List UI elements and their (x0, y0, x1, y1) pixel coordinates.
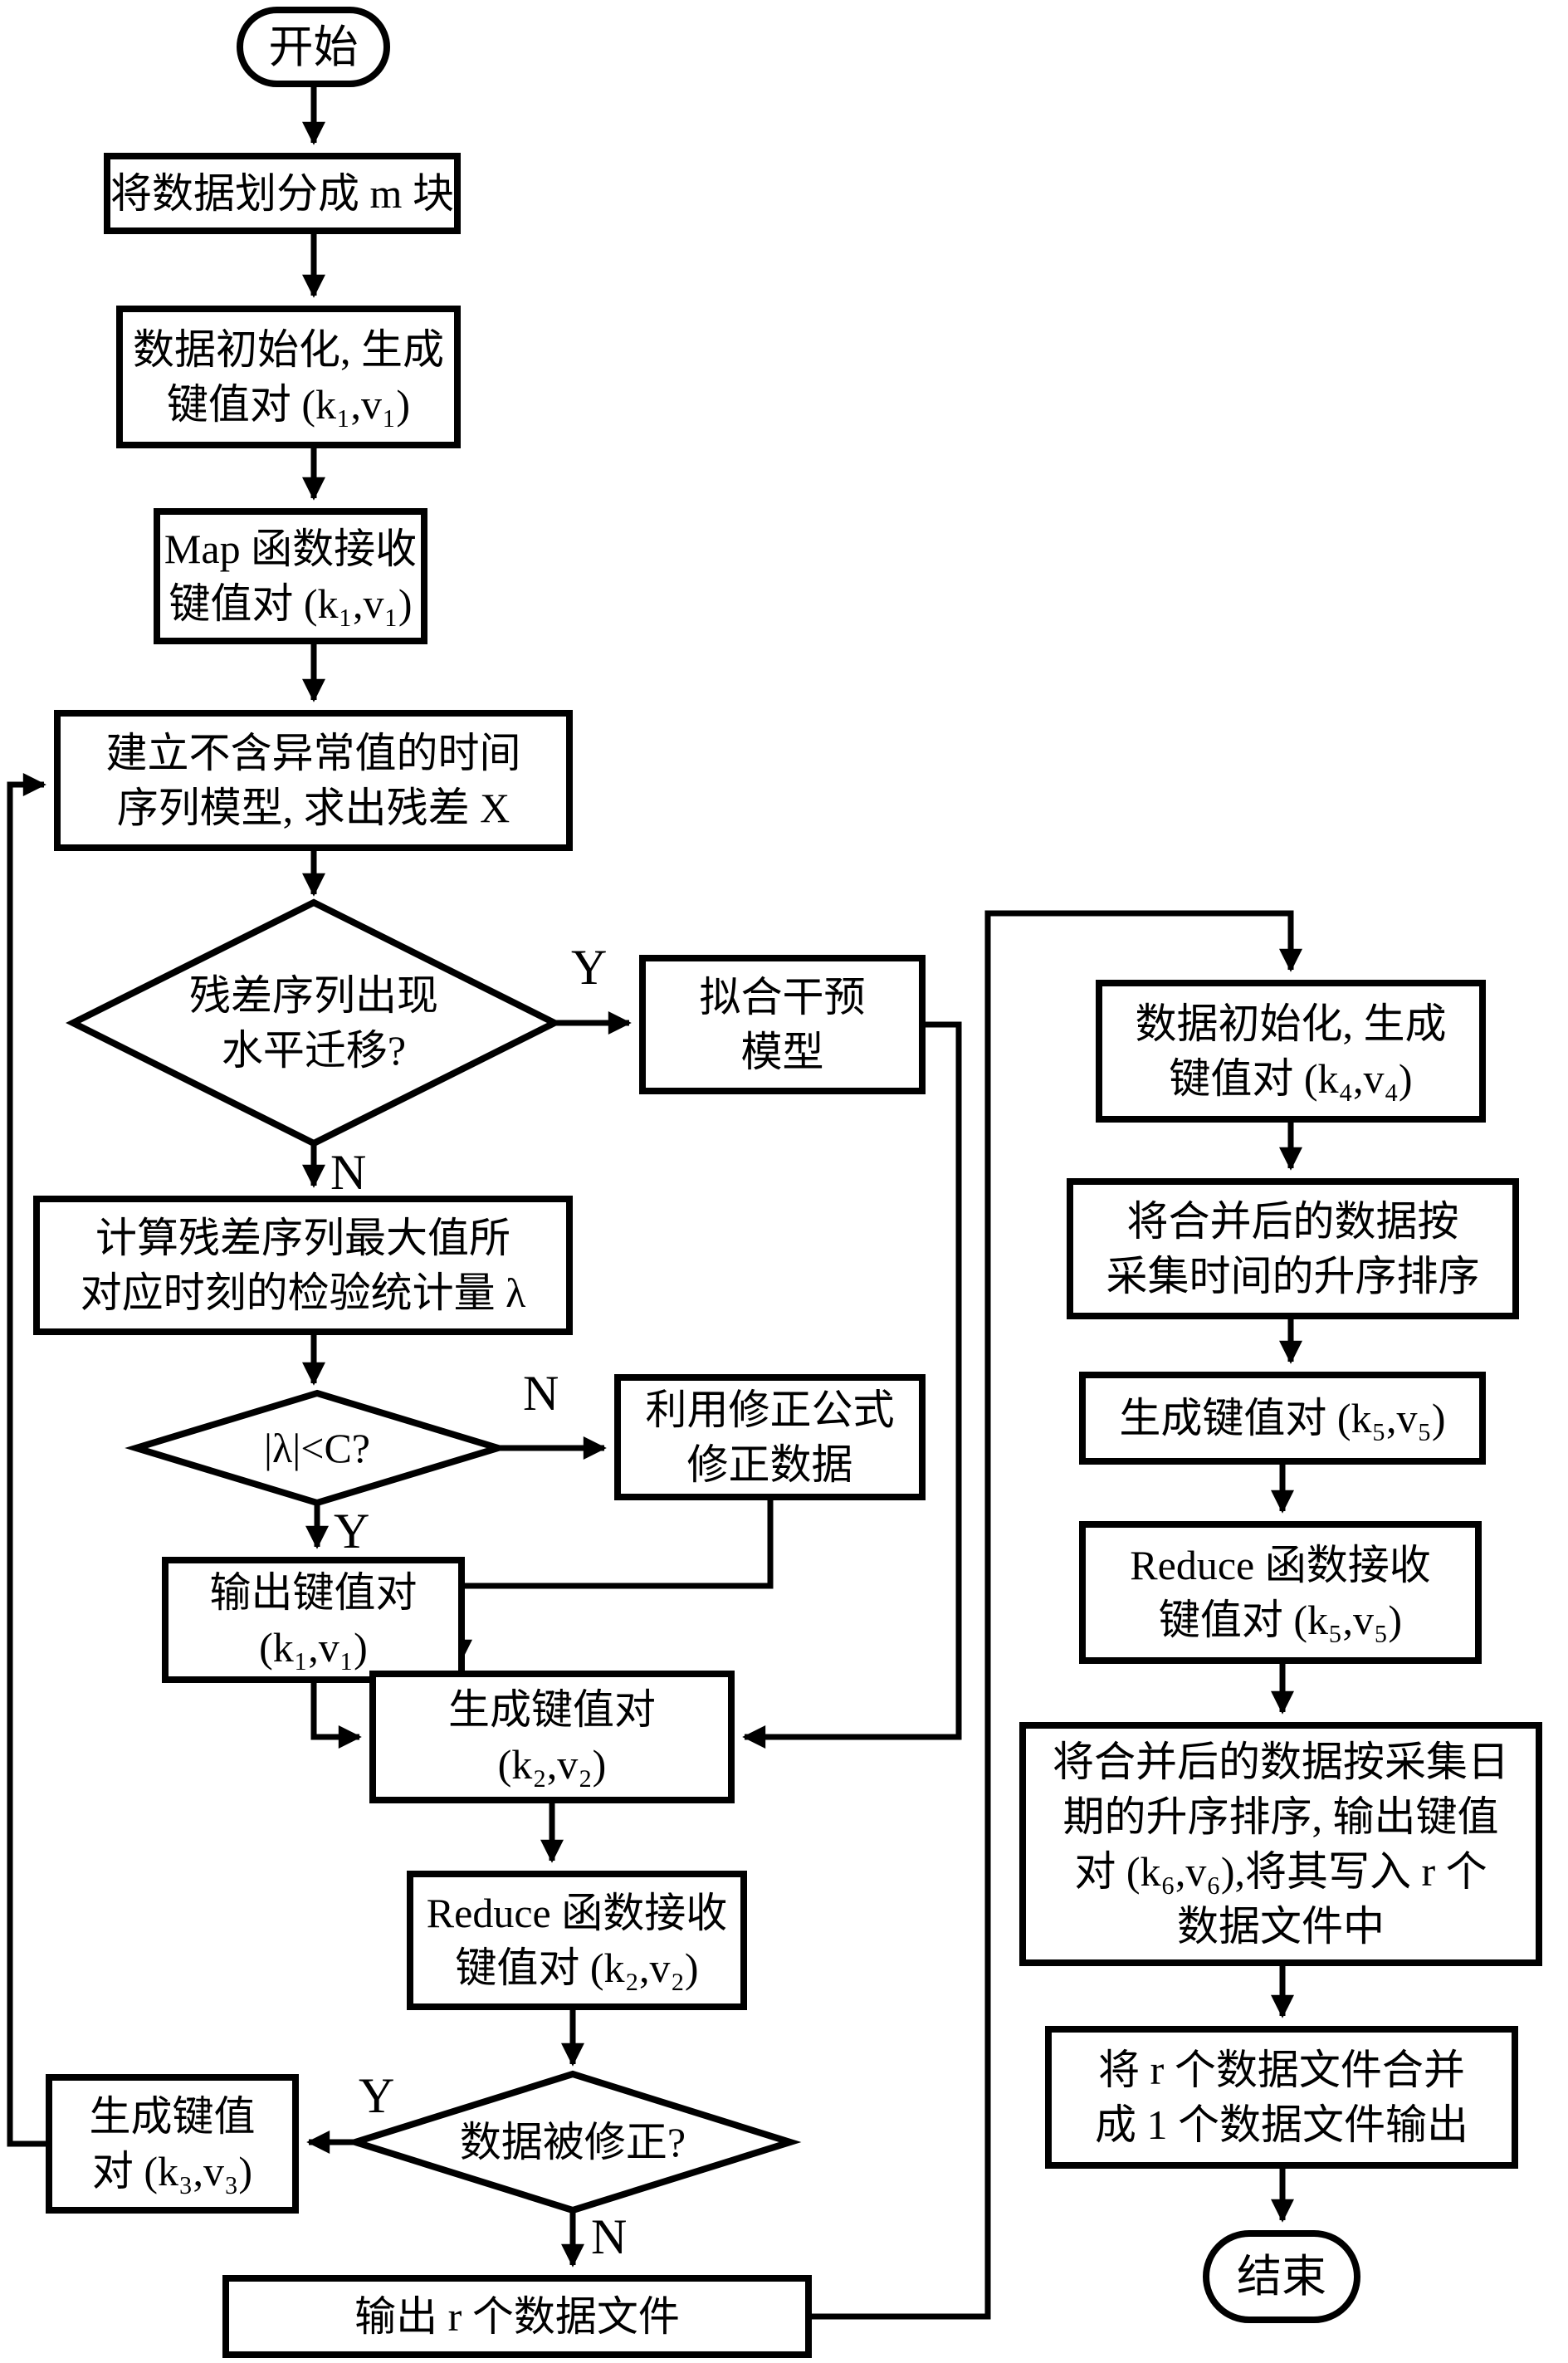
node-start: 开始 (237, 7, 390, 87)
branch-label-corrected-yes: Y (359, 2068, 395, 2123)
branch-label-shift-no: N (330, 1145, 367, 1200)
branch-label-lambda-no: N (523, 1366, 559, 1421)
node-build-model: 建立不含异常值的时间 序列模型, 求出残差 X (54, 710, 573, 851)
node-fit-intervention: 拟合干预 模型 (639, 955, 926, 1094)
node-correct-data: 利用修正公式 修正数据 (614, 1374, 926, 1500)
node-split-data: 将数据划分成 m 块 (104, 153, 461, 234)
decision-shape-lambda (125, 1389, 510, 1507)
edge-fix-genkv2 (449, 1500, 774, 1663)
decision-shape-level-shift (66, 898, 562, 1147)
node-generate-kv2: 生成键值对 (k₂,v₂) (369, 1671, 735, 1803)
node-sort-by-date-output-kv6: 将合并后的数据按采集日 期的升序排序, 输出键值 对 (k₆,v₆),将其写入 … (1019, 1722, 1542, 1966)
node-init-kv4: 数据初始化, 生成 键值对 (k₄,v₄) (1096, 980, 1486, 1123)
edge-fit-genkv2 (742, 1021, 962, 1749)
edge-outr-init2 (812, 910, 1302, 2320)
node-generate-kv5: 生成键值对 (k₅,v₅) (1079, 1372, 1486, 1465)
node-output-r-files: 输出 r 个数据文件 (222, 2275, 812, 2358)
decision-corrected: 数据被修正? (459, 2119, 686, 2165)
branch-label-corrected-no: N (591, 2209, 628, 2264)
decision-shape-corrected (344, 2070, 802, 2214)
node-merge-files: 将 r 个数据文件合并 成 1 个数据文件输出 (1045, 2026, 1518, 2169)
node-generate-kv3: 生成键值 对 (k₃,v₃) (46, 2074, 299, 2214)
node-end: 结束 (1203, 2230, 1360, 2323)
node-map-kv1: Map 函数接收 键值对 (k₁,v₁) (154, 508, 427, 644)
node-calc-statistic: 计算残差序列最大值所 对应时刻的检验统计量 λ (33, 1196, 573, 1335)
node-reduce-kv2: Reduce 函数接收 键值对 (k₂,v₂) (407, 1871, 747, 2010)
node-sort-by-time: 将合并后的数据按 采集时间的升序排序 (1067, 1178, 1519, 1319)
decision-level-shift: 残差序列出现 水平迁移? (189, 972, 438, 1074)
node-init-kv1: 数据初始化, 生成 键值对 (k₁,v₁) (116, 306, 461, 448)
node-reduce-kv5: Reduce 函数接收 键值对 (k₅,v₅) (1079, 1521, 1482, 1664)
edge-outkv1-genkv2 (310, 1683, 362, 1749)
branch-label-lambda-yes: Y (334, 1504, 370, 1558)
edge-genkv3-model-loop (7, 773, 46, 2147)
branch-label-shift-yes: Y (571, 940, 608, 995)
node-output-kv1: 输出键值对 (k₁,v₁) (162, 1557, 465, 1683)
decision-lambda: |λ|<C? (263, 1425, 370, 1471)
